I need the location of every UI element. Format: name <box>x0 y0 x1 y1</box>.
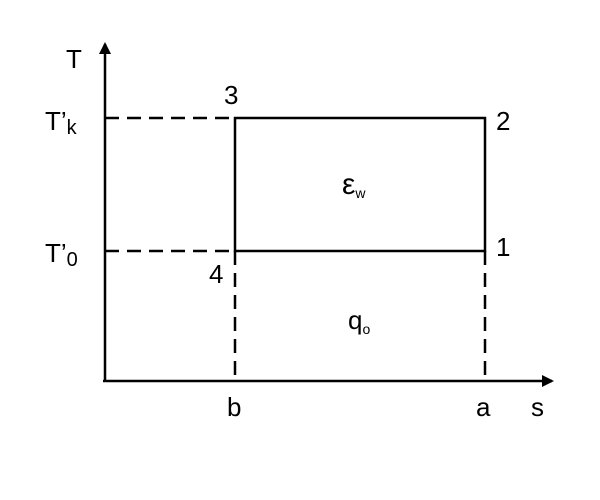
y-tick-upper: T’k <box>45 106 78 139</box>
x-tick-b: b <box>227 392 241 422</box>
heat-region-label: qo <box>348 305 370 337</box>
work-region-label: εw <box>342 168 366 201</box>
cycle-rectangle <box>233 116 487 253</box>
point-label-2: 2 <box>496 106 510 136</box>
y-axis-label: T <box>66 44 82 74</box>
point-label-1: 1 <box>496 232 510 262</box>
point-label-4: 4 <box>209 259 223 289</box>
y-tick-lower: T’0 <box>45 238 78 271</box>
x-tick-a: a <box>476 392 491 422</box>
x-axis-label: s <box>531 392 544 422</box>
point-label-3: 3 <box>224 80 238 110</box>
